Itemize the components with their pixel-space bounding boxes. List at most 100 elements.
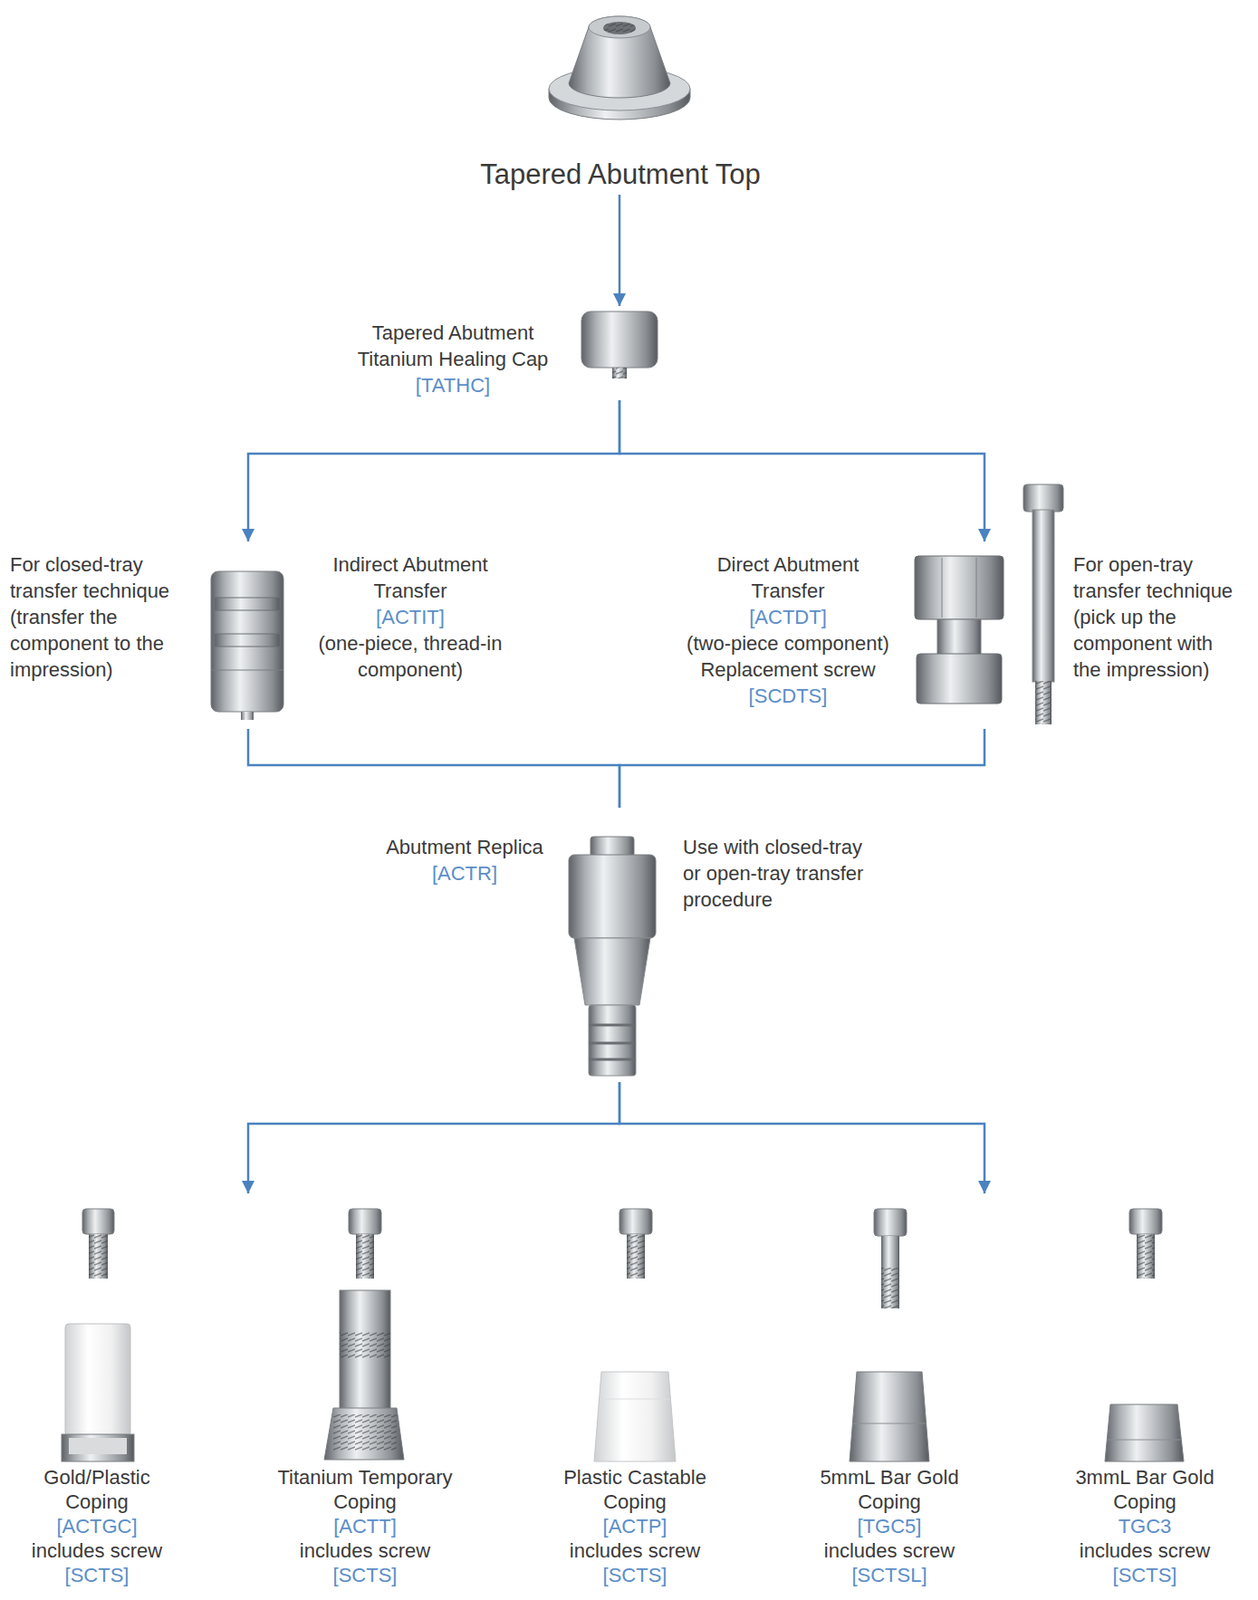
direct-transfer-illustration bbox=[1032, 509, 1055, 682]
component-label: 5mmL Bar Gold Coping bbox=[798, 1465, 980, 1515]
coping-illustration bbox=[339, 1331, 391, 1359]
label-group: 5mmL Bar Gold Coping[TGC5]includes screw… bbox=[785, 1465, 994, 1588]
abutment-replica-illustration bbox=[590, 836, 634, 857]
part-code: [SCTS] bbox=[268, 1563, 463, 1588]
coping-illustration bbox=[1104, 1404, 1184, 1462]
coping-illustration bbox=[339, 1290, 391, 1411]
coping-screw-illustration bbox=[881, 1267, 900, 1309]
component-node: 3mmL Bar Gold CopingTGC3includes screw[S… bbox=[1040, 1193, 1249, 1593]
abutment-replica-illustration bbox=[588, 1024, 636, 1028]
direct-transfer-illustration bbox=[914, 484, 1064, 725]
coping-screw-illustration bbox=[1129, 1209, 1162, 1235]
healing-cap-illustration bbox=[612, 367, 627, 379]
component-node: Abutment Replica[ACTR] Use with closed-tr… bbox=[362, 807, 906, 1083]
indirect-transfer-illustration bbox=[211, 571, 284, 721]
coping-screw-illustration bbox=[1136, 1234, 1155, 1279]
direct-transfer-illustration bbox=[914, 556, 1004, 620]
abutment-top-illustration bbox=[603, 21, 636, 35]
indirect-transfer-illustration bbox=[211, 670, 284, 672]
coping-screw-illustration bbox=[348, 1209, 382, 1235]
part-code: [SCTS] bbox=[544, 1563, 726, 1588]
label-group: Titanium Temporary Coping[ACTT]includes … bbox=[260, 1465, 470, 1588]
component-node: Direct Abutment Transfer[ACTDT](two-piec… bbox=[633, 541, 1255, 730]
component-label: Replacement screw bbox=[674, 656, 902, 683]
component-label: 3mmL Bar Gold Coping bbox=[1054, 1465, 1236, 1515]
component-node: 5mmL Bar Gold Coping[TGC5]includes screw… bbox=[785, 1193, 994, 1593]
label-group: Abutment Replica[ACTR] bbox=[374, 834, 556, 887]
component-label: includes screw bbox=[544, 1538, 726, 1564]
component-label: (one-piece, thread-in component) bbox=[301, 630, 519, 683]
coping-screw-illustration bbox=[82, 1209, 1162, 1309]
abutment-top-illustration bbox=[588, 16, 651, 39]
coping-screw-illustration bbox=[82, 1209, 115, 1235]
coping-screw-illustration bbox=[1136, 1234, 1155, 1279]
connector-arrow bbox=[248, 729, 620, 808]
component-label: Use with closed-tray or open-tray transf… bbox=[682, 834, 883, 913]
direct-transfer-illustration bbox=[1023, 484, 1064, 512]
indirect-transfer-illustration bbox=[214, 597, 280, 611]
direct-transfer-illustration bbox=[976, 557, 978, 618]
coping-illustration bbox=[333, 1414, 397, 1451]
coping-screw-illustration bbox=[626, 1234, 645, 1279]
component-label: includes screw bbox=[1054, 1538, 1236, 1564]
component-label: includes screw bbox=[6, 1538, 188, 1564]
label-group: 3mmL Bar Gold CopingTGC3includes screw[S… bbox=[1040, 1465, 1249, 1588]
connector-arrow bbox=[619, 729, 985, 808]
label-group: Plastic Castable Coping[ACTP]includes sc… bbox=[530, 1465, 740, 1588]
abutment-top-illustration bbox=[603, 21, 636, 35]
component-label: Gold/Plastic Coping bbox=[24, 1465, 170, 1515]
component-label: For open-tray transfer technique (pick u… bbox=[1073, 551, 1241, 683]
direct-transfer-illustration bbox=[941, 557, 943, 618]
connector-arrow bbox=[618, 194, 622, 307]
component-node: Titanium Temporary Coping[ACTT]includes … bbox=[260, 1193, 470, 1593]
coping-illustration bbox=[65, 1324, 131, 1437]
part-code: [ACTDT] bbox=[674, 604, 902, 631]
coping-illustration bbox=[61, 1434, 135, 1462]
label-group: Use with closed-tray or open-tray transf… bbox=[682, 834, 883, 913]
component-label: Abutment Replica bbox=[374, 834, 556, 861]
coping-screw-illustration bbox=[873, 1209, 907, 1237]
part-code: [ACTR] bbox=[374, 860, 556, 887]
component-node: For closed-tray transfer technique (tran… bbox=[7, 541, 533, 730]
direct-transfer-illustration bbox=[937, 619, 981, 656]
coping-illustration bbox=[853, 1423, 926, 1425]
label-group: Tapered Abutment Top bbox=[434, 157, 807, 193]
coping-illustration bbox=[594, 1372, 676, 1462]
part-code: [SCTS] bbox=[6, 1563, 188, 1588]
component-node: Tapered Abutment Top bbox=[434, 0, 808, 195]
part-code: [SCTSL] bbox=[798, 1563, 980, 1588]
coping-screw-illustration bbox=[881, 1267, 900, 1309]
coping-illustration bbox=[599, 1399, 671, 1401]
abutment-replica-illustration bbox=[588, 1042, 636, 1046]
label-group: Tapered Abutment Titanium Healing Cap[TA… bbox=[353, 319, 553, 399]
part-code: [ACTT] bbox=[268, 1514, 463, 1539]
connector-arrow bbox=[248, 1082, 620, 1194]
indirect-transfer-illustration bbox=[214, 633, 280, 647]
part-code: [TATHC] bbox=[353, 372, 553, 399]
abutment-top-illustration bbox=[568, 16, 671, 98]
direct-transfer-illustration bbox=[1035, 681, 1052, 725]
label-group: For closed-tray transfer technique (tran… bbox=[9, 551, 178, 683]
part-code: [SCTS] bbox=[1054, 1563, 1236, 1588]
label-group: For open-tray transfer technique (pick u… bbox=[1073, 551, 1241, 683]
coping-screw-illustration bbox=[88, 1234, 108, 1279]
connector-arrow bbox=[619, 1082, 985, 1194]
label-group: Indirect Abutment Transfer[ACTIT](one-pi… bbox=[292, 551, 529, 683]
component-label: includes screw bbox=[798, 1538, 980, 1564]
coping-screw-illustration bbox=[88, 1234, 108, 1279]
abutment-replica-illustration bbox=[588, 1005, 636, 1076]
component-label: Tapered Abutment Top bbox=[434, 157, 807, 193]
abutment-replica-illustration bbox=[568, 854, 656, 939]
component-label: Tapered Abutment Titanium Healing Cap bbox=[353, 319, 553, 373]
coping-screw-illustration bbox=[355, 1234, 375, 1279]
component-label: Direct Abutment Transfer bbox=[688, 551, 888, 605]
indirect-transfer-illustration bbox=[211, 571, 284, 712]
healing-cap-illustration bbox=[581, 311, 658, 368]
coping-illustration bbox=[68, 1438, 127, 1455]
healing-cap-illustration bbox=[581, 311, 658, 379]
component-label: Indirect Abutment Transfer bbox=[310, 551, 510, 605]
direct-transfer-illustration bbox=[916, 653, 1002, 704]
